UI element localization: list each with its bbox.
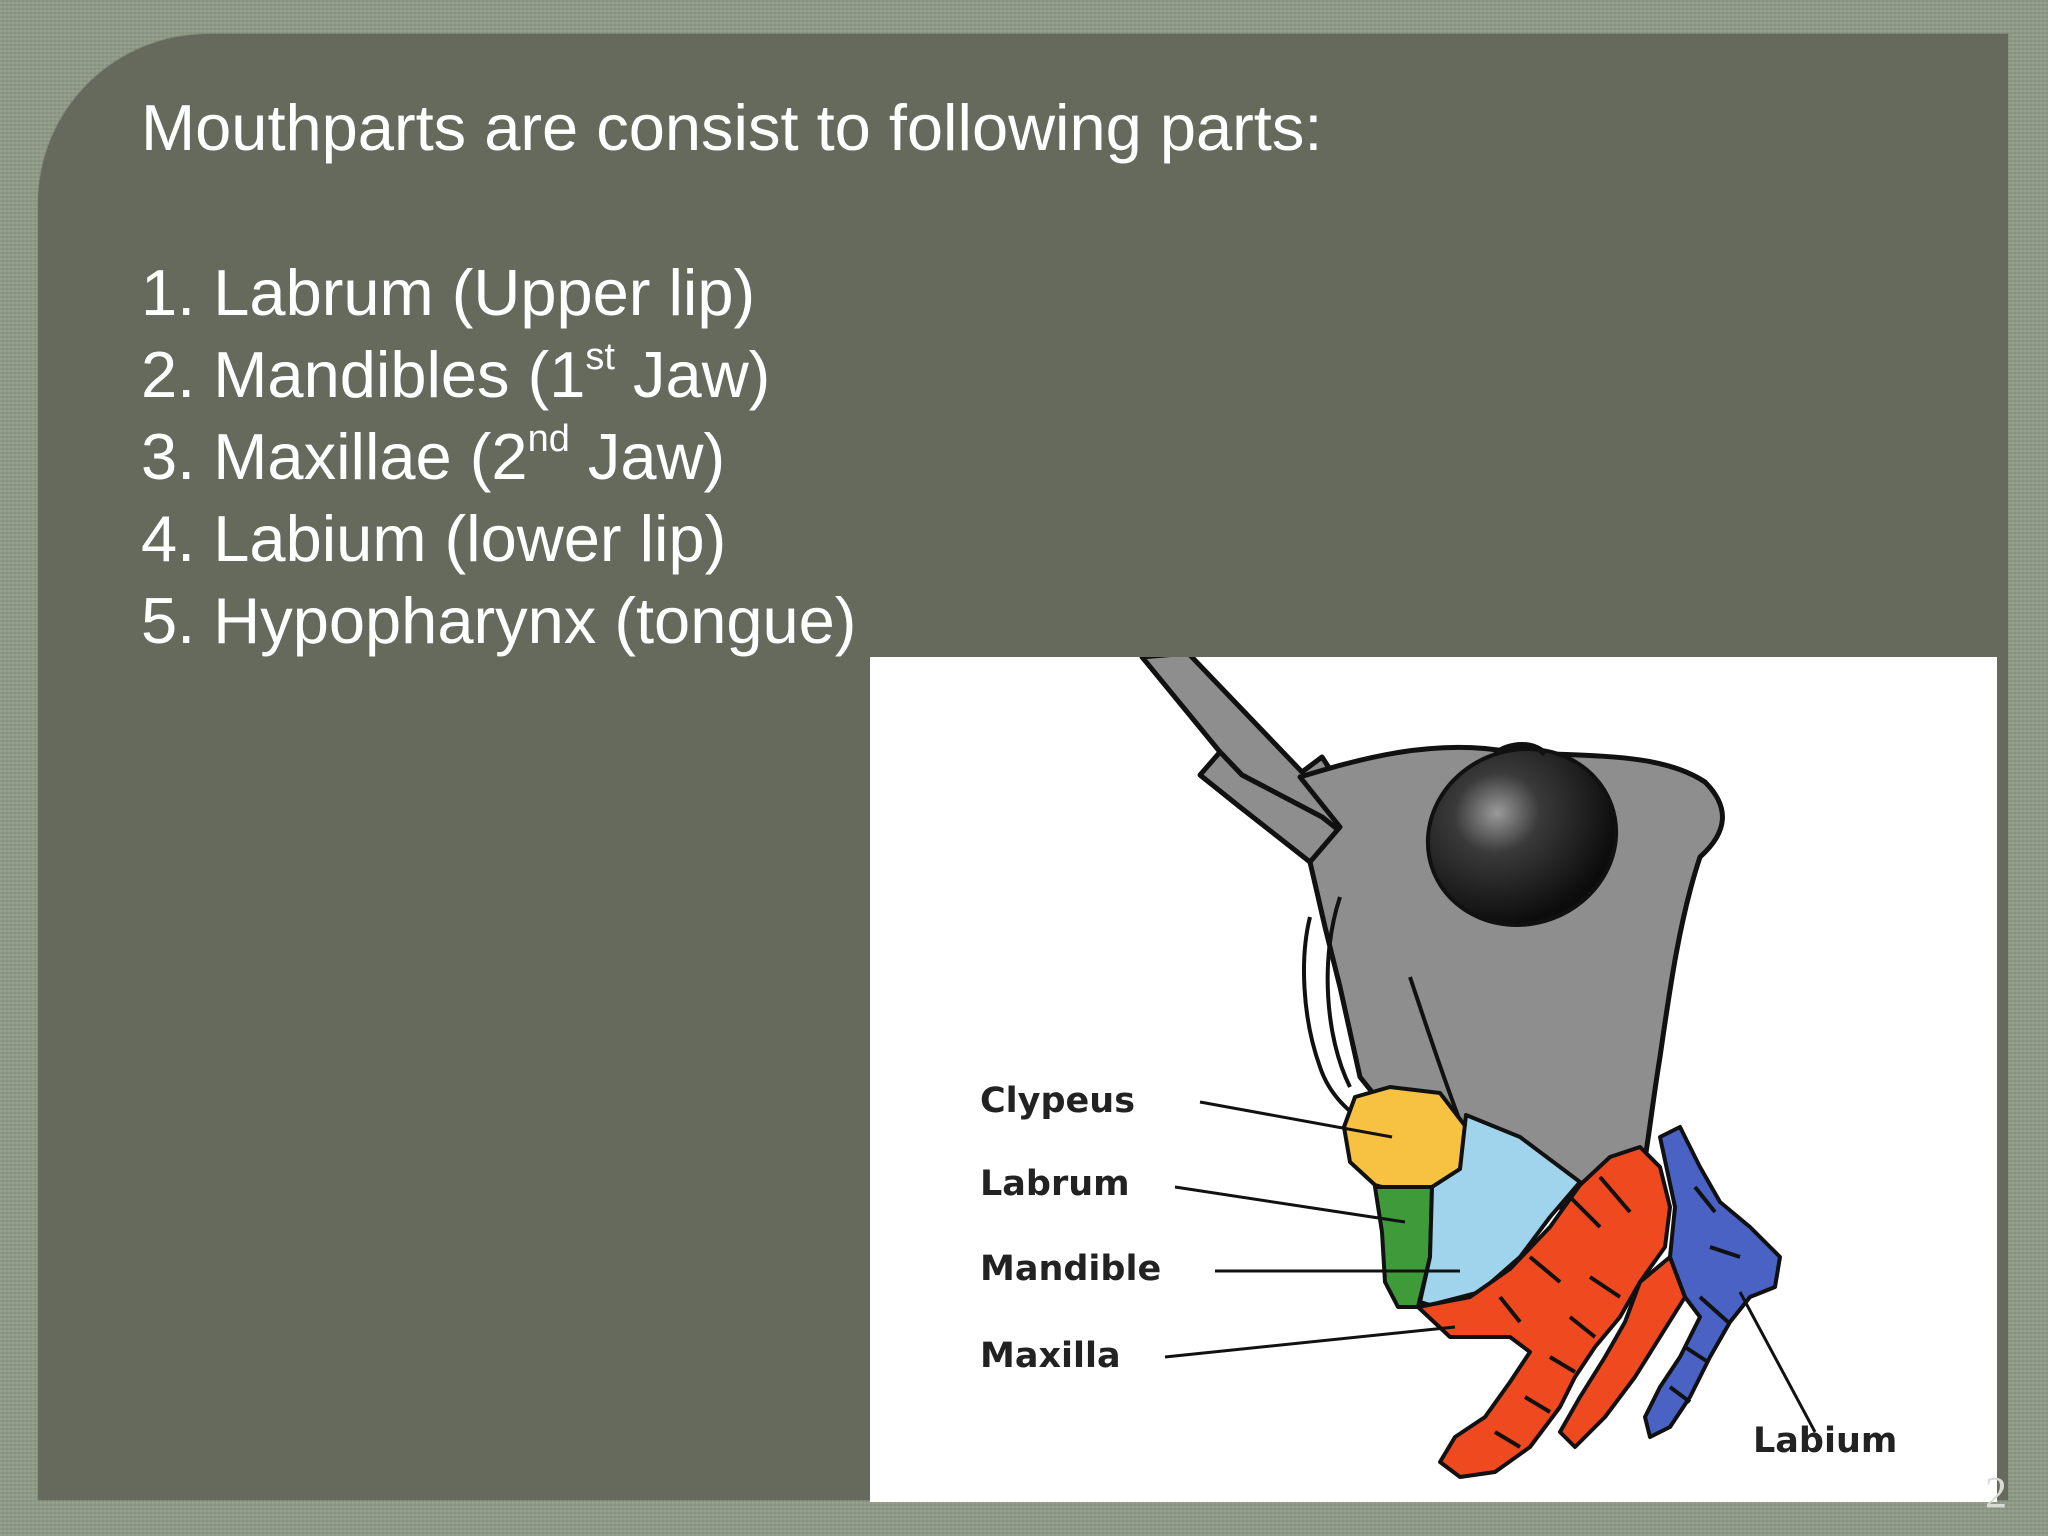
list-item: 5. Hypopharynx (tongue): [141, 580, 856, 662]
ordinal-suffix: st: [585, 336, 615, 378]
list-item-detail: (lower lip): [444, 502, 727, 575]
list-item-name: Mandibles: [213, 338, 510, 411]
labium-label: Labium: [1753, 1421, 1897, 1461]
compound-eye: [1425, 747, 1619, 927]
mouthparts-list: 1. Labrum (Upper lip) 2. Mandibles (1st …: [141, 252, 856, 662]
mandible-label: Mandible: [980, 1249, 1161, 1289]
list-item: 1. Labrum (Upper lip): [141, 252, 856, 334]
clypeus-leader-line: [1199, 1100, 1393, 1139]
diagram-svg: Clypeus Labrum Mandible Maxilla Labium: [980, 657, 1897, 1479]
maxilla-leader-line: [1164, 1325, 1456, 1359]
list-item: 3. Maxillae (2nd Jaw): [141, 416, 856, 498]
list-item-detail: (2nd Jaw): [470, 420, 725, 493]
ocellus: [1493, 742, 1548, 757]
maxilla-label: Maxilla: [980, 1336, 1121, 1376]
maxilla-segment: [1493, 1175, 1632, 1449]
clypeus-label: Clypeus: [980, 1081, 1135, 1121]
labium-leader-line: [1738, 1291, 1817, 1433]
list-item-detail: (Upper lip): [451, 256, 756, 329]
list-item-name: Hypopharynx: [213, 584, 597, 657]
list-item-detail: (1st Jaw): [528, 338, 771, 411]
labrum-leader-line: [1174, 1185, 1406, 1224]
list-item-name: Maxillae: [213, 420, 452, 493]
list-item-detail: (tongue): [614, 584, 857, 657]
slide-title: Mouthparts are consist to following part…: [141, 91, 1323, 164]
list-item-number: 2.: [141, 338, 196, 411]
list-item-name: Labrum: [213, 256, 434, 329]
labium-part: [1643, 1125, 1782, 1439]
frons-ridge: [1325, 896, 1352, 1088]
list-item-number: 1.: [141, 256, 196, 329]
list-item-number: 4.: [141, 502, 196, 575]
list-item-detail-pre: (1: [527, 338, 586, 411]
list-item: 2. Mandibles (1st Jaw): [141, 334, 856, 416]
list-item-detail-pre: (2: [469, 420, 528, 493]
insect-head-diagram: Clypeus Labrum Mandible Maxilla Labium: [870, 657, 1997, 1502]
slide-number: 2: [1985, 1468, 2007, 1517]
list-item-name: Labium: [213, 502, 427, 575]
list-item: 4. Labium (lower lip): [141, 498, 856, 580]
ordinal-suffix: nd: [527, 418, 570, 460]
list-item-number: 5.: [141, 584, 196, 657]
list-item-detail-post: Jaw): [614, 338, 771, 411]
list-item-number: 3.: [141, 420, 196, 493]
maxilla-part: [1416, 1145, 1672, 1479]
labrum-label: Labrum: [980, 1164, 1130, 1204]
list-item-detail-post: Jaw): [569, 420, 726, 493]
labium-segment: [1668, 1185, 1741, 1404]
